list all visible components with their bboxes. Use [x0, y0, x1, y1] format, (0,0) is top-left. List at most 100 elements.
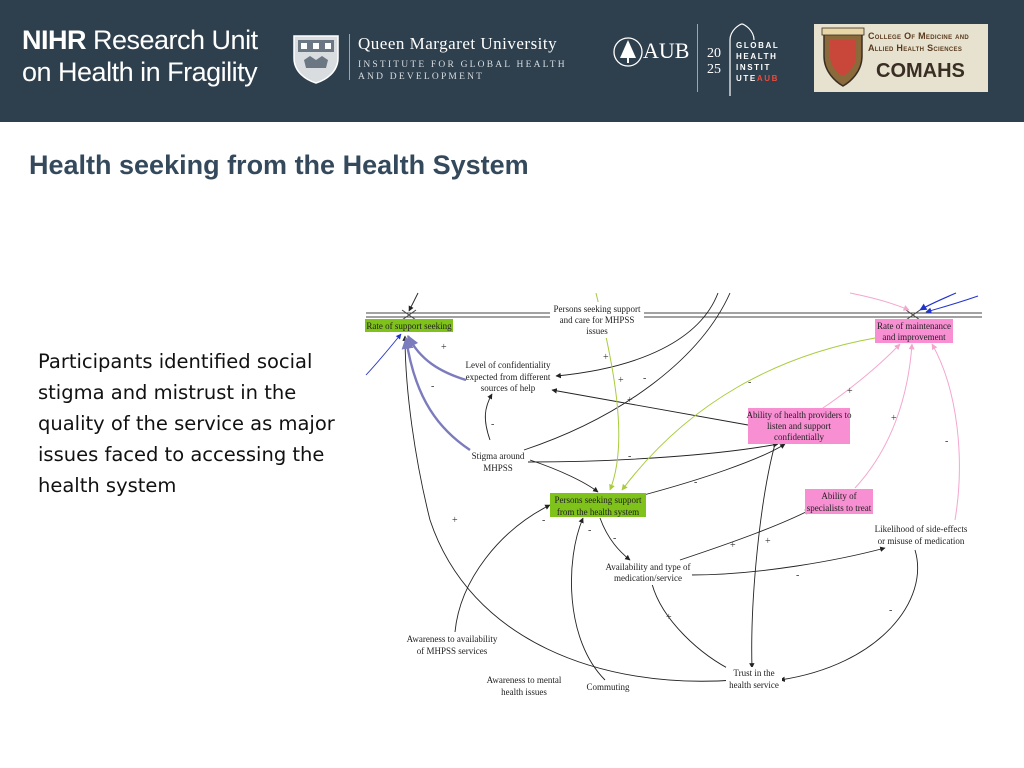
link-confidentiality-to-rate — [406, 334, 467, 382]
sign-plus: + — [441, 342, 447, 353]
link-blue-right-1 — [919, 292, 957, 311]
comahs-acronym: COMAHS — [876, 60, 965, 82]
ghi-words: GLOBAL HEALTH INSTIT UTEAUB — [736, 40, 779, 84]
var-side-effects-1: Likelihood of side-effects — [875, 524, 968, 534]
sign-plus: + — [603, 352, 609, 363]
sign-minus: - — [542, 515, 545, 526]
nihr-logo-text: NIHR Research Unit on Health in Fragilit… — [22, 24, 258, 88]
var-side-effects-2: or misuse of medication — [878, 536, 965, 546]
stock-rate-support-seeking — [365, 319, 453, 332]
qmu-crest-icon — [293, 35, 339, 84]
aub-divider — [697, 24, 698, 92]
comahs-title: College Of Medicine and Allied Health Sc… — [868, 30, 969, 54]
sign-minus: - — [628, 451, 631, 462]
nihr-bold: NIHR — [22, 25, 87, 55]
highlight-specialists-label-2: specialists to treat — [807, 503, 872, 513]
sign-plus: + — [730, 540, 736, 551]
page-title: Health seeking from the Health System — [29, 150, 529, 180]
link-maintenance-to-persons — [621, 337, 876, 491]
var-persons-mhpss-1: Persons seeking support — [554, 304, 641, 314]
link-availability-to-specialists — [679, 509, 811, 561]
var-persons-mhpss-3: issues — [586, 326, 608, 336]
var-confidentiality-3: sources of help — [481, 383, 536, 393]
sign-plus: + — [627, 395, 633, 406]
var-availability-1: Availability and type of — [605, 562, 690, 572]
qmu-subtitle: INSTITUTE FOR GLOBAL HEALTH AND DEVELOPM… — [358, 60, 567, 82]
sign-minus: - — [431, 381, 434, 392]
link-availability-to-side-effects — [689, 546, 886, 576]
sign-minus: - — [889, 605, 892, 616]
link-awareness-avail-to-persons — [454, 504, 551, 633]
highlight-providers-label-3: confidentially — [774, 432, 824, 442]
link-stigma-to-top — [523, 292, 731, 451]
qmu-name: Queen Margaret University — [358, 34, 558, 53]
sign-minus: - — [748, 377, 751, 388]
sign-plus: + — [765, 536, 771, 547]
var-confidentiality-1: Level of confidentiality — [466, 360, 551, 370]
link-providers-to-maintenance — [819, 343, 901, 411]
link-availability-to-trust — [651, 583, 736, 673]
var-awareness-mental-1: Awareness to mental — [487, 675, 562, 685]
sign-minus: - — [694, 477, 697, 488]
sign-minus: - — [613, 533, 616, 544]
ghi-year-bottom: 25 — [707, 62, 721, 77]
sign-plus: + — [847, 386, 853, 397]
nihr-line2: on Health in Fragility — [22, 57, 258, 87]
var-awareness-avail-1: Awareness to availability — [407, 634, 498, 644]
comahs-line2: Allied Health Sciences — [868, 43, 963, 53]
body-text: Participants identified social stigma an… — [38, 350, 335, 497]
ghi-line1: GLOBAL — [736, 41, 780, 50]
sign-plus: + — [452, 515, 458, 526]
link-providers-to-confidentiality — [551, 388, 749, 426]
var-trust-1: Trust in the — [733, 668, 774, 678]
sign-minus: - — [588, 525, 591, 536]
stock-rate-support-seeking-label: Rate of support seeking — [366, 321, 452, 331]
var-availability-2: medication/service — [614, 573, 682, 583]
stock-rate-maintenance-label-2: and improvement — [882, 332, 946, 342]
stock-persons-health-system-label-1: Persons seeking support — [555, 495, 642, 505]
link-side-effects-to-trust — [779, 549, 919, 682]
sign-minus: - — [945, 436, 948, 447]
link-persons-to-availability — [599, 517, 631, 561]
link-blue-left — [365, 333, 402, 376]
sign-minus: - — [491, 419, 494, 430]
highlight-providers-label-2: listen and support — [767, 421, 831, 431]
link-side-effects-to-maintenance — [931, 343, 960, 521]
ghi-line4b: AUB — [756, 74, 779, 83]
link-stigma-to-persons — [529, 459, 599, 493]
var-trust-2: health service — [729, 680, 779, 690]
link-pink-top-right — [849, 292, 910, 311]
link-stigma-to-providers — [527, 442, 779, 463]
var-confidentiality-2: expected from different — [466, 372, 551, 382]
link-stigma-to-rate — [401, 336, 471, 451]
ghi-year-top: 20 — [707, 46, 721, 61]
ghi-line2: HEALTH — [736, 52, 778, 61]
stock-rate-maintenance-label-1: Rate of maintenance — [877, 321, 951, 331]
comahs-line1: College Of Medicine and — [868, 31, 970, 41]
link-curve-to-confidentiality — [555, 292, 719, 379]
link-persons-to-providers — [639, 443, 786, 497]
stock-rate-maintenance — [875, 319, 953, 343]
highlight-specialists — [805, 489, 873, 514]
sign-minus: - — [796, 570, 799, 581]
var-stigma-1: Stigma around — [472, 451, 525, 461]
sign-plus: + — [666, 612, 672, 623]
header-banner: NIHR Research Unit on Health in Fragilit… — [0, 0, 1024, 122]
link-trust-to-rate — [402, 335, 736, 682]
link-specialists-to-maintenance — [854, 343, 915, 489]
link-top-to-rate — [408, 292, 419, 312]
sign-plus: + — [891, 413, 897, 424]
sign-plus: + — [618, 375, 624, 386]
var-awareness-avail-2: of MHPSS services — [417, 646, 488, 656]
aub-cedar-icon — [613, 37, 643, 67]
link-blue-right-2 — [925, 295, 979, 314]
comahs-logo — [814, 24, 988, 92]
flow-pipe-right — [632, 309, 982, 321]
nihr-rest: Research Unit — [86, 25, 258, 55]
ghi-line3: INSTIT — [736, 63, 771, 72]
link-stigma-to-confidentiality — [484, 393, 493, 441]
link-commuting-to-persons — [571, 517, 606, 681]
stock-persons-health-system — [550, 493, 646, 517]
ghi-year: 20 25 — [704, 46, 724, 78]
